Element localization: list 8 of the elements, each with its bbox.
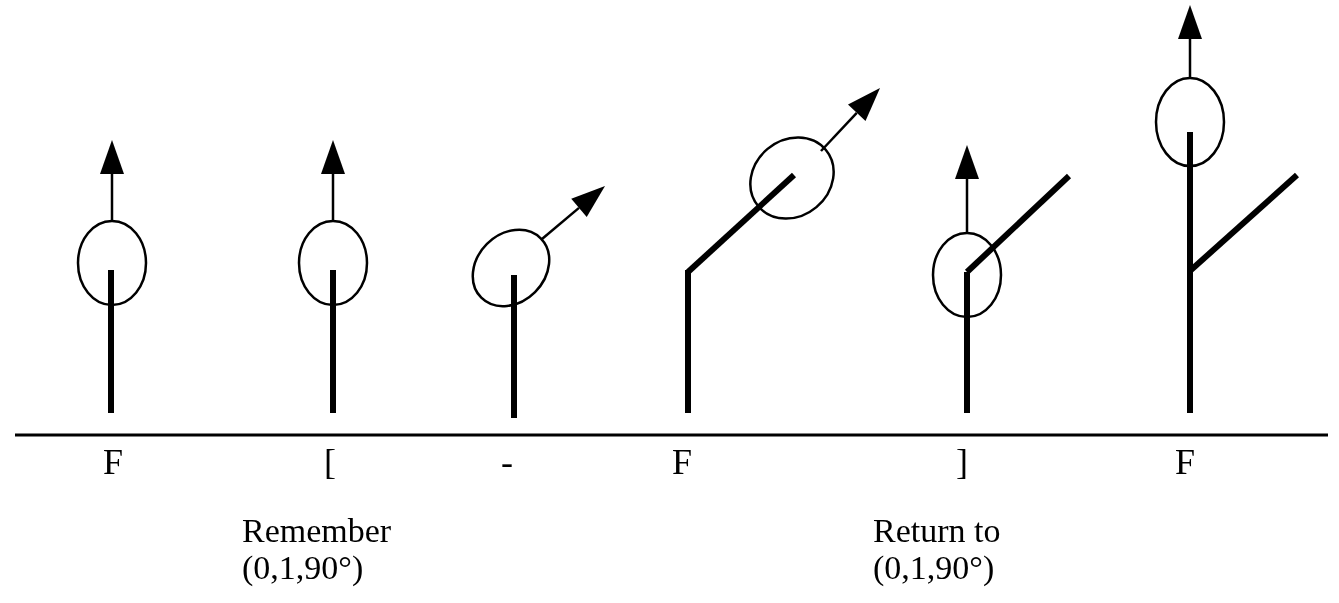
command-symbol: F [671, 443, 693, 483]
step-note: Remember (0,1,90°) [242, 512, 393, 587]
command-symbol: F [1174, 443, 1196, 483]
command-symbol: F [102, 443, 124, 483]
command-symbol: - [500, 443, 514, 483]
step-note: Return to (0,1,90°) [873, 512, 1002, 587]
command-symbol: ] [955, 443, 969, 483]
command-symbol: [ [323, 443, 337, 483]
